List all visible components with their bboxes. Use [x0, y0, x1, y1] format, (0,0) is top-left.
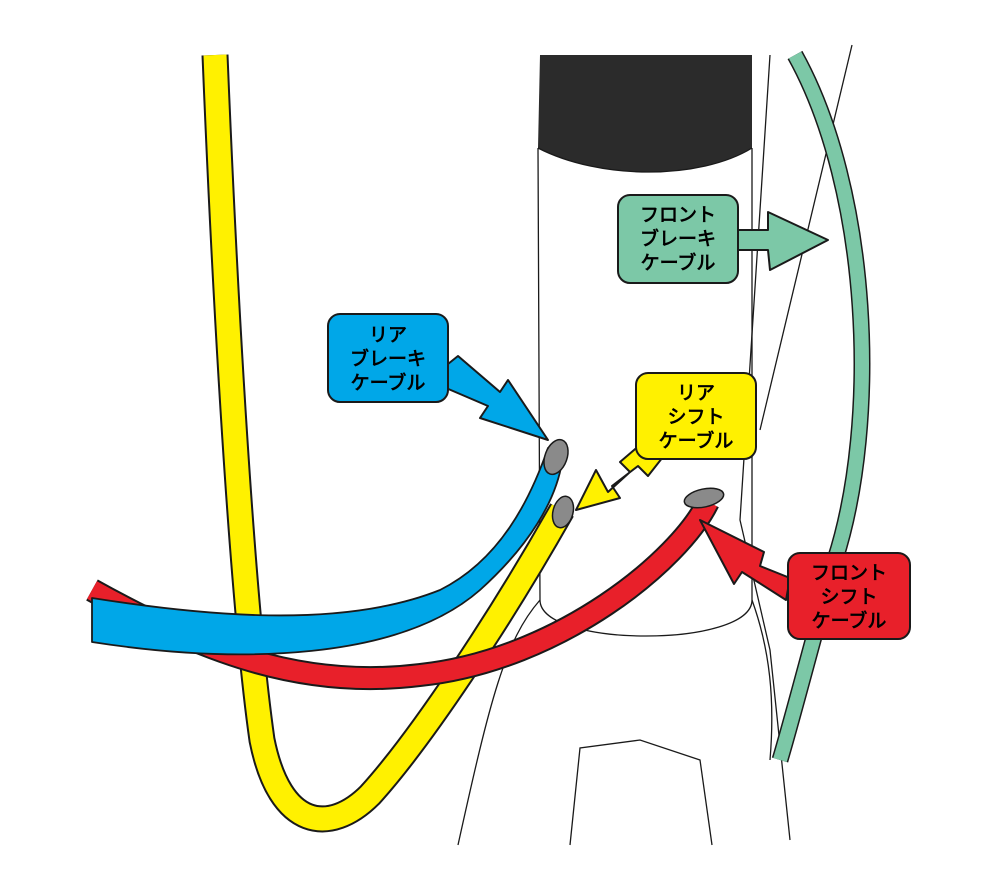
lower-headset [539, 599, 753, 637]
rear-brake-label-line2: ブレーキ [350, 347, 426, 370]
front-brake-label-box [617, 194, 739, 284]
rear-brake-arrow [437, 355, 549, 441]
front-shift-label-box [787, 552, 911, 640]
rear-shift-label-box [635, 372, 757, 460]
rear-brake-label-box [327, 313, 449, 403]
front-shift-label-line1: フロント [811, 562, 887, 584]
rear-brake-label-line3: ケーブル [351, 371, 426, 394]
front-brake-arrow [737, 211, 829, 271]
front-brake-label-line3: ケーブル [641, 251, 716, 274]
front-shift-port [683, 487, 725, 509]
front-brake-cable-fill [773, 51, 869, 763]
front-shift-label-line3: ケーブル [812, 609, 887, 632]
rear-brake-port [543, 438, 569, 476]
callout-rear-shift: リア シフト ケーブル [575, 372, 757, 511]
front-brake-cable [771, 50, 871, 763]
front-shift-label-line2: シフト [820, 586, 877, 608]
front-shift-arrow [699, 519, 791, 601]
down-tube-notch [569, 739, 713, 846]
front-brake-label-line2: ブレーキ [640, 227, 716, 250]
rear-shift-cable [203, 54, 573, 831]
rear-shift-label-line2: シフト [667, 406, 724, 428]
rear-shift-label-line3: ケーブル [659, 429, 734, 452]
rear-shift-label-line1: リア [677, 382, 715, 404]
callout-front-shift: フロント シフト ケーブル [699, 519, 911, 640]
callout-front-brake: フロント ブレーキ ケーブル [617, 194, 829, 284]
rear-brake-label-line1: リア [369, 324, 407, 346]
down-tube-flare [457, 599, 773, 846]
front-brake-label-line1: フロント [640, 204, 716, 226]
rear-shift-port [551, 495, 575, 529]
headset-top-cap [538, 55, 752, 172]
headset-cap-edge [537, 147, 753, 173]
callout-rear-brake: リア ブレーキ ケーブル [327, 313, 549, 441]
